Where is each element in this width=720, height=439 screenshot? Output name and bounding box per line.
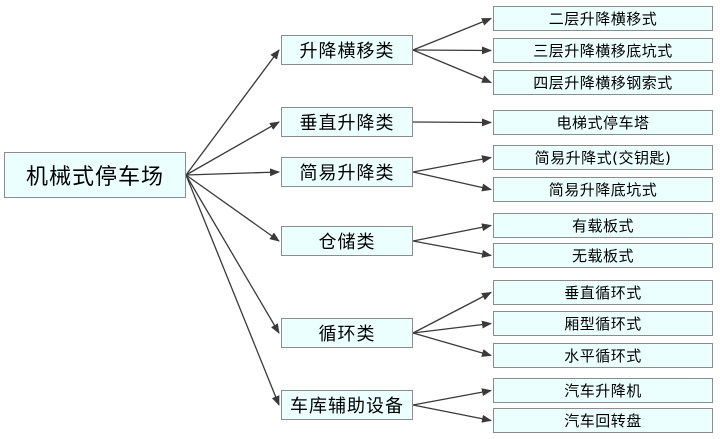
category-node: 仓储类 xyxy=(281,226,413,256)
category-node: 垂直升降类 xyxy=(281,107,413,137)
category-node: 循环类 xyxy=(281,318,413,348)
child-connector-arrow xyxy=(412,332,492,357)
leaf-node: 电梯式停车塔 xyxy=(493,110,713,135)
child-connector-arrow xyxy=(412,320,492,334)
root-connector-arrow xyxy=(185,174,280,334)
category-node: 简易升降类 xyxy=(281,157,413,187)
leaf-node: 三层升降横移底坑式 xyxy=(493,38,713,63)
child-connector-arrow xyxy=(412,291,492,334)
child-connector-arrow xyxy=(412,240,492,258)
leaf-node: 汽车升降机 xyxy=(493,378,713,403)
child-connector-arrow xyxy=(412,155,492,173)
child-connector-arrow xyxy=(412,223,492,242)
leaf-node: 有载板式 xyxy=(493,213,713,238)
leaf-node: 四层升降横移钢索式 xyxy=(493,70,713,95)
leaf-node: 二层升降横移式 xyxy=(493,6,713,31)
child-connector-arrow xyxy=(412,118,492,127)
child-connector-arrow xyxy=(412,49,492,84)
leaf-node: 无载板式 xyxy=(493,243,713,268)
category-node: 车库辅助设备 xyxy=(281,390,413,420)
root-connector-arrow xyxy=(185,49,280,176)
leaf-node: 简易升降底坑式 xyxy=(493,177,713,202)
root-connector-arrow xyxy=(185,174,280,242)
leaf-node: 垂直循环式 xyxy=(493,280,713,305)
child-connector-arrow xyxy=(412,388,492,406)
child-connector-arrow xyxy=(412,404,492,423)
leaf-node: 汽车回转盘 xyxy=(493,408,713,433)
child-connector-arrow xyxy=(412,17,492,51)
child-connector-arrow xyxy=(412,46,492,55)
root-node: 机械式停车场 xyxy=(4,152,186,198)
leaf-node: 厢型循环式 xyxy=(493,311,713,336)
category-node: 升降横移类 xyxy=(281,35,413,65)
root-connector-arrow xyxy=(185,121,280,176)
root-connector-arrow xyxy=(185,168,280,177)
root-connector-arrow xyxy=(185,174,280,406)
leaf-node: 水平循环式 xyxy=(493,343,713,368)
leaf-node: 简易升降式(交钥匙) xyxy=(493,145,713,170)
child-connector-arrow xyxy=(412,171,492,192)
